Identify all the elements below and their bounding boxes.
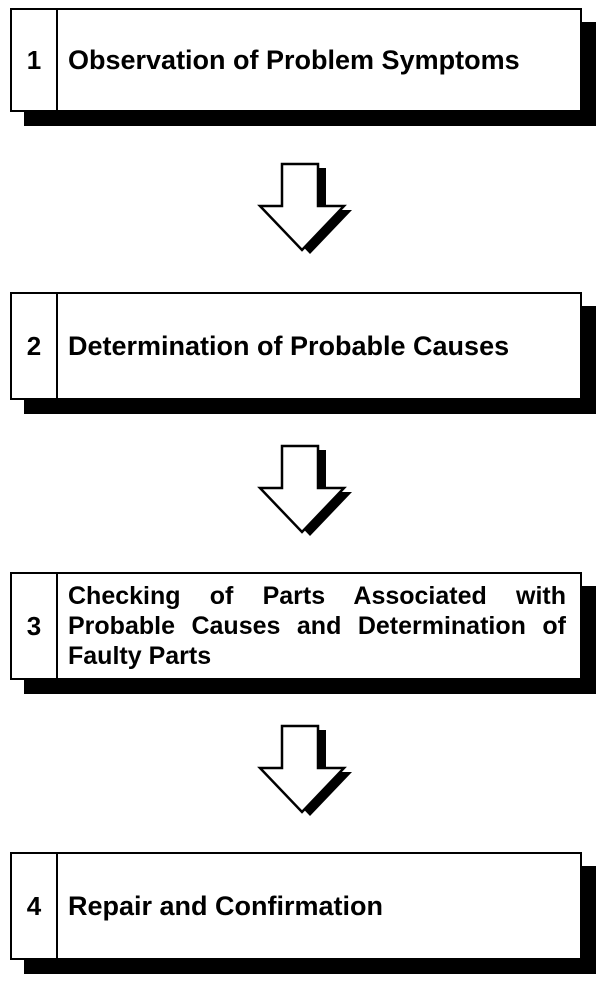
step-3-label: Checking of Parts Associated with Probab… (68, 582, 566, 670)
down-arrow-outline (257, 162, 347, 252)
step-1-number: 1 (12, 10, 58, 110)
step-1-label: Observation of Problem Symptoms (68, 45, 520, 75)
down-arrow-icon (257, 444, 352, 536)
step-4-number: 4 (12, 854, 58, 958)
down-arrow-outline (257, 724, 347, 814)
down-arrow-icon (257, 162, 352, 254)
step-4-label: Repair and Confirmation (68, 891, 384, 921)
step-1-box: 1 Observation of Problem Symptoms (10, 8, 596, 126)
step-2-box: 2 Determination of Probable Causes (10, 292, 596, 414)
step-4-frame: 4 Repair and Confirmation (10, 852, 582, 960)
step-3-frame: 3 Checking of Parts Associated with Prob… (10, 572, 582, 680)
step-2-frame: 2 Determination of Probable Causes (10, 292, 582, 400)
step-2-number: 2 (12, 294, 58, 398)
down-arrow-icon (257, 724, 352, 816)
step-3-number: 3 (12, 574, 58, 678)
step-3-box: 3 Checking of Parts Associated with Prob… (10, 572, 596, 694)
step-1-frame: 1 Observation of Problem Symptoms (10, 8, 582, 112)
step-2-label: Determination of Probable Causes (68, 331, 510, 361)
step-4-box: 4 Repair and Confirmation (10, 852, 596, 974)
down-arrow-outline (257, 444, 347, 534)
